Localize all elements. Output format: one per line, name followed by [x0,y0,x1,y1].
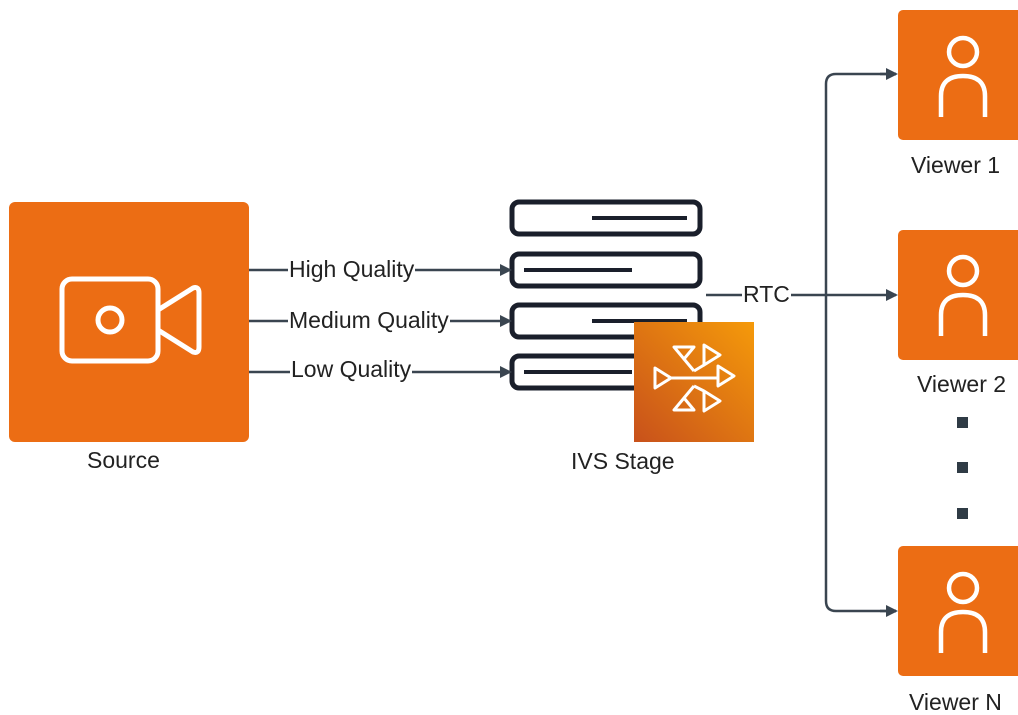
ivs-icon [634,322,754,442]
video-camera-icon [59,276,202,364]
viewer-label-n: Viewer N [909,689,1002,715]
ellipsis-dot [957,462,968,473]
ellipsis-dot [957,508,968,519]
user-icon [938,35,988,117]
viewer-node-n [898,546,1018,676]
ellipsis-dot [957,417,968,428]
source-node [9,202,249,442]
source-label: Source [87,447,160,473]
user-icon [938,571,988,653]
viewer-label-2: Viewer 2 [917,371,1007,397]
edge-label-low: Low Quality [290,356,413,382]
edge-label-medium: Medium Quality [288,307,450,333]
user-icon [938,254,988,336]
edge-label-rtc: RTC [742,281,791,307]
viewer-label-1: Viewer 1 [911,152,1001,178]
edge-rtc [706,68,898,617]
edge-label-high: High Quality [288,256,416,282]
viewer-node-2 [898,230,1018,360]
stage-label: IVS Stage [571,448,675,474]
viewer-node-1 [898,10,1018,140]
